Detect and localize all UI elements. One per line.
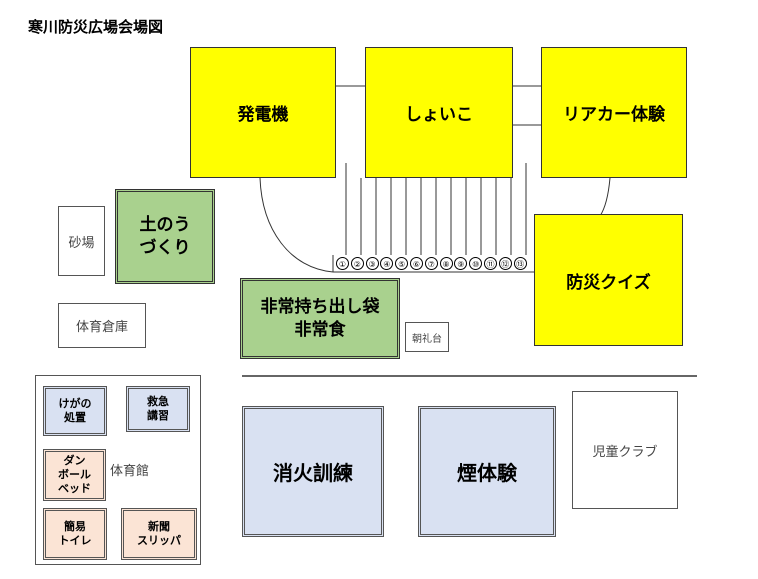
area-cardboard-bed: ダン ボール ベッド [43,449,106,501]
slot-number: ① [336,257,349,270]
area-fire-training: 消火訓練 [242,406,384,537]
slot-number: ④ [380,257,394,270]
area-injury: けがの 処置 [43,386,107,436]
area-sandbags: 土のう づくり [115,189,215,284]
slot-number: ③ [365,257,379,270]
area-smoke: 煙体験 [418,406,556,537]
slot-number: ⑥ [410,257,423,270]
area-newspaper-slipper: 新聞 スリッパ [121,508,197,560]
area-generator: 発電機 [190,47,336,178]
slot-number: ⑪ [484,257,497,270]
area-kids-club: 児童クラブ [572,391,678,509]
area-sandpit: 砂場 [58,206,105,276]
area-gym-storage: 体育倉庫 [58,303,146,348]
rack-lines [345,163,527,255]
slot-number: ⑧ [439,257,453,270]
slot-number: ⑩ [469,257,483,270]
slot-number: ⑦ [424,257,438,270]
area-quiz: 防災クイズ [534,214,683,346]
area-toilet: 簡易 トイレ [43,508,107,560]
area-emergency-bag: 非常持ち出し袋 非常食 [240,278,400,359]
slot-number: ⑬ [513,257,527,270]
slot-number: ② [350,257,364,270]
slot-number: ⑤ [395,257,409,270]
area-first-aid: 救急 講習 [126,386,190,432]
area-rear-car: リアカー体験 [541,47,687,178]
page-title: 寒川防災広場会場図 [28,18,164,36]
slot-number: ⑨ [454,257,468,270]
area-morning-stage: 朝礼台 [405,322,449,352]
area-storehouse: しょいこ [365,47,513,178]
slot-number: ⑫ [498,257,512,270]
